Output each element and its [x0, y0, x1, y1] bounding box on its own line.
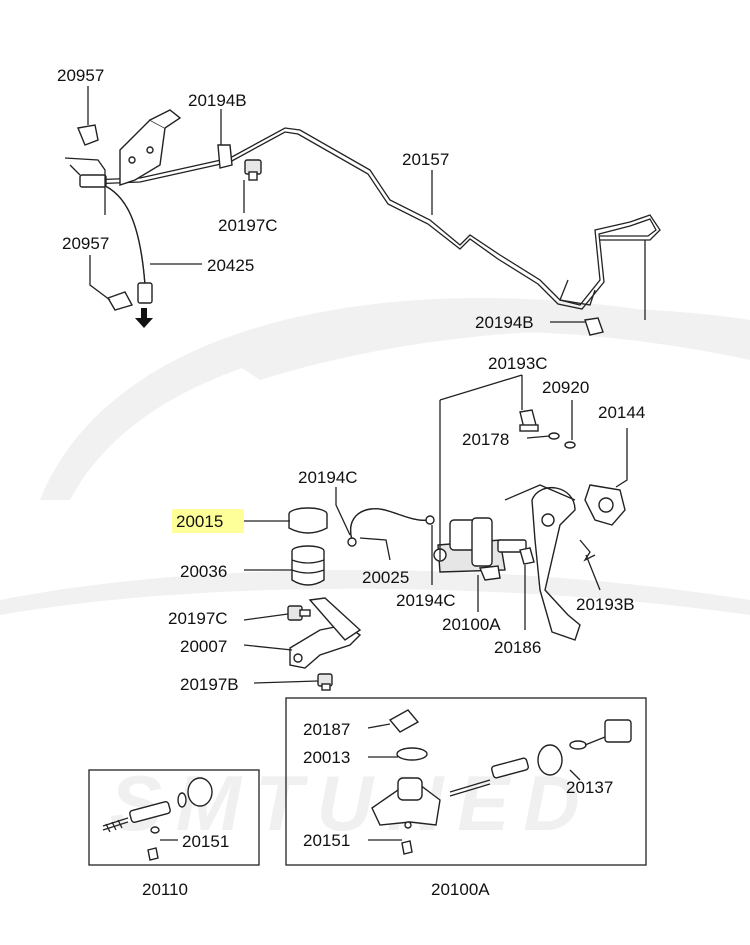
bolt-20197C-mid	[287, 605, 311, 621]
label-20025: 20025	[362, 568, 409, 587]
label-20194B-top: 20194B	[188, 91, 247, 110]
reservoir-cap-20015	[288, 507, 328, 534]
clip-20957	[77, 124, 134, 311]
clamp-20194B-right	[584, 317, 604, 336]
label-20957-mid: 20957	[62, 234, 109, 253]
watermark-swoosh	[0, 298, 750, 615]
label-20015: 20015	[176, 512, 223, 531]
master-cylinder-20100A	[433, 517, 527, 581]
label-20194C-top: 20194C	[298, 468, 358, 487]
label-20920: 20920	[542, 378, 589, 397]
label-20187: 20187	[303, 720, 350, 739]
label-20186: 20186	[494, 638, 541, 657]
label-20151-left: 20151	[182, 832, 229, 851]
label-20157: 20157	[402, 150, 449, 169]
label-20193C: 20193C	[488, 354, 548, 373]
kit-20110-parts	[102, 777, 213, 861]
o-ring-20178	[548, 432, 560, 440]
label-20100A-bottom: 20100A	[431, 880, 490, 899]
label-20194C-mid: 20194C	[396, 591, 456, 610]
leader-lines	[87, 86, 646, 841]
label-20425: 20425	[207, 256, 254, 275]
label-20197C-mid: 20197C	[168, 609, 228, 628]
kit-20100A-parts	[371, 709, 632, 855]
label-20100A-mid: 20100A	[442, 615, 501, 634]
label-20036: 20036	[180, 562, 227, 581]
highlight-20015	[172, 509, 244, 533]
label-20151-right: 20151	[303, 831, 350, 850]
kit-box-20110	[88, 769, 260, 866]
reservoir-20036	[291, 545, 325, 586]
fitting-20193C	[519, 409, 539, 432]
clevis-20186	[519, 547, 535, 565]
label-20178: 20178	[462, 430, 509, 449]
label-20007: 20007	[180, 637, 227, 656]
label-20193B: 20193B	[576, 595, 635, 614]
label-20144: 20144	[598, 403, 645, 422]
reservoir-hose-20025	[347, 508, 435, 547]
pin-20193B	[579, 539, 596, 562]
o-ring-20920	[564, 441, 576, 449]
label-20957-top: 20957	[57, 66, 104, 85]
hydraulic-line-20157	[89, 127, 661, 310]
arrow-down-icon	[135, 308, 153, 328]
gasket-20144	[584, 484, 626, 526]
bolt-20197B	[317, 673, 333, 691]
label-20013: 20013	[303, 748, 350, 767]
label-20110: 20110	[142, 880, 188, 899]
flex-hose-20425	[64, 157, 153, 304]
label-20197B: 20197B	[180, 675, 239, 694]
clutch-pedal	[504, 484, 581, 641]
part-labels: 20957 20194B 20157 20197C 20957 20425 20…	[57, 66, 645, 899]
label-20197C-top: 20197C	[218, 216, 278, 235]
bracket-20194B-top	[119, 109, 233, 186]
label-20137: 20137	[566, 778, 613, 797]
label-20194B-right: 20194B	[475, 313, 534, 332]
kit-box-20100A	[285, 697, 647, 866]
bolt-20197C-top	[244, 159, 262, 181]
bracket-20007	[289, 597, 362, 669]
